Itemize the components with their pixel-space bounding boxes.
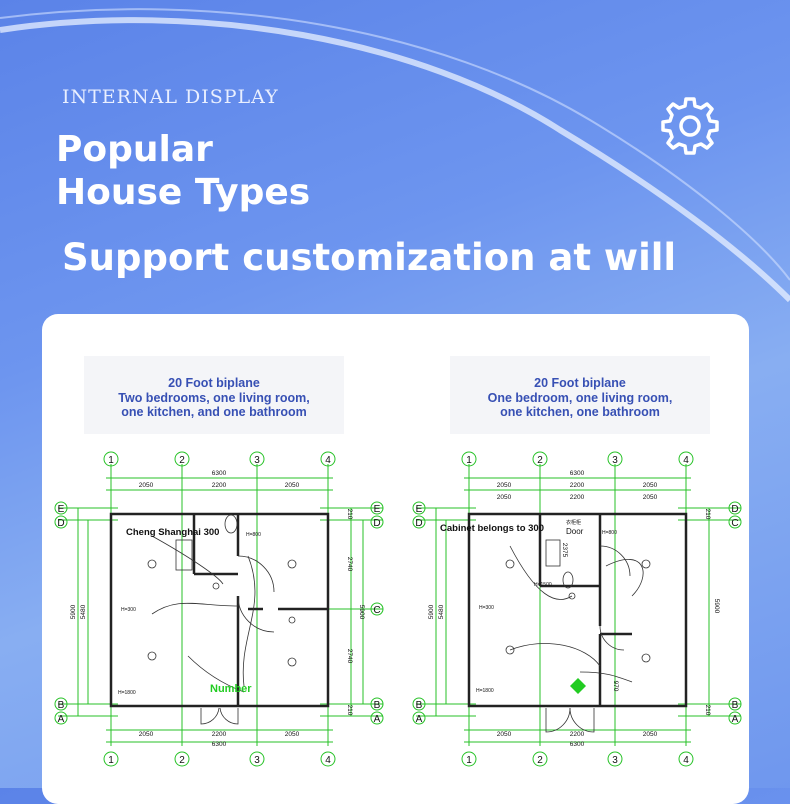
dim-b-bottom: 2200: [212, 731, 227, 738]
axis-row-a: A: [58, 714, 65, 725]
plan-2-h-label-3: H=1800: [476, 688, 494, 694]
axis-col-3-bottom: 3: [254, 755, 260, 766]
floor-plan-2: 1 2 3 4 1 2 3 4 E D B A D C B A 6300 205…: [412, 451, 742, 767]
gear-icon: [661, 97, 719, 155]
plan-2-h-label-4: H=1500: [534, 582, 552, 588]
axis-col-3: 3: [612, 455, 618, 466]
plan-2-desc-line-2: one kitchen, one bathroom: [500, 405, 660, 419]
plan-2-marker: [570, 678, 586, 694]
dim-c-bottom: 2050: [285, 731, 300, 738]
dim-b-top: 2200: [570, 482, 585, 489]
dim-side-inner: 5480: [438, 604, 445, 619]
dim-a-top: 2050: [139, 482, 154, 489]
axis-row-d-right: D: [731, 504, 738, 515]
axis-col-1-bottom: 1: [466, 755, 472, 766]
plan-caption-1: 20 Foot biplane Two bedrooms, one living…: [84, 356, 344, 434]
dim-side-inner: 5480: [80, 604, 87, 619]
dim-small: 970: [612, 681, 619, 692]
axis-row-e: E: [58, 504, 65, 515]
title-line-1: Popular: [56, 129, 213, 170]
plan-1-room-label: Cheng Shanghai 300: [126, 527, 219, 538]
dim-total-top: 6300: [212, 470, 227, 477]
dim-c-top-2: 2050: [643, 494, 658, 501]
plan-1-desc-line-2: one kitchen, and one bathroom: [121, 405, 307, 419]
dim-total-top: 6300: [570, 470, 585, 477]
dim-right: 5900: [713, 599, 720, 614]
axis-row-a: A: [416, 714, 423, 725]
dim-c-bottom: 2050: [643, 731, 658, 738]
axis-row-c-right: C: [373, 605, 380, 616]
dim-a-bottom: 2050: [139, 731, 154, 738]
dim-right-top: 2740: [346, 557, 353, 572]
axis-row-c-right: C: [731, 518, 738, 529]
dim-b-bottom: 2200: [570, 731, 585, 738]
dim-a-top-2: 2050: [497, 494, 512, 501]
axis-col-4-bottom: 4: [325, 755, 331, 766]
plan-2-desc-line-1: One bedroom, one living room,: [487, 390, 673, 405]
dim-right-bottom: 2740: [346, 649, 353, 664]
section-kicker: INTERNAL DISPLAY: [62, 86, 279, 108]
axis-col-1-bottom: 1: [108, 755, 114, 766]
dim-right-total: 5900: [358, 605, 365, 620]
page-title: Popular House Types: [56, 128, 310, 214]
plan-2-door-label: Door: [566, 527, 584, 536]
plan-caption-2: 20 Foot biplane One bedroom, one living …: [450, 356, 710, 434]
dim-c-top: 2050: [285, 482, 300, 489]
axis-row-b-right: B: [374, 700, 381, 711]
dim-edge-bottom: 210: [704, 705, 711, 716]
dim-total-bottom: 6300: [570, 741, 585, 748]
dim-door: 2375: [561, 543, 568, 558]
axis-row-d: D: [57, 518, 64, 529]
axis-col-4-bottom: 4: [683, 755, 689, 766]
dim-edge-bottom: 210: [346, 705, 353, 716]
axis-row-e: E: [416, 504, 423, 515]
axis-col-1: 1: [108, 455, 114, 466]
axis-col-2-bottom: 2: [179, 755, 185, 766]
dim-a-bottom: 2050: [497, 731, 512, 738]
plan-2-h-label-2: H=300: [479, 605, 494, 611]
dim-b-top-2: 2200: [570, 494, 585, 501]
plan-1-desc-line-1: Two bedrooms, one living room,: [118, 390, 310, 405]
axis-row-d-right: D: [373, 518, 380, 529]
axis-col-1: 1: [466, 455, 472, 466]
plan-2-door-cn: 衣柜柜: [566, 519, 581, 526]
dim-total-bottom: 6300: [212, 741, 227, 748]
axis-col-4: 4: [325, 455, 331, 466]
axis-row-b-right: B: [732, 700, 739, 711]
background-swoosh: [0, 8, 790, 303]
axis-row-a-right: A: [732, 714, 739, 725]
axis-col-3: 3: [254, 455, 260, 466]
dim-edge-top: 210: [704, 509, 711, 520]
axis-col-2-bottom: 2: [537, 755, 543, 766]
floor-plan-1: 1 2 3 4 1 2 3 4 E D B A E D C B A 6300 2…: [54, 451, 384, 767]
axis-row-e-right: E: [374, 504, 381, 515]
plan-1-h-label-1: H=800: [246, 532, 261, 538]
plan-2-title: 20 Foot biplane: [534, 376, 626, 390]
axis-row-b: B: [416, 700, 423, 711]
dim-b-top: 2200: [212, 482, 227, 489]
axis-row-a-right: A: [374, 714, 381, 725]
plan-2-h-label-1: H=800: [602, 530, 617, 536]
axis-col-2: 2: [179, 455, 185, 466]
plan-1-title: 20 Foot biplane: [168, 376, 260, 390]
title-line-2: House Types: [56, 172, 311, 213]
plan-1-h-label-2: H=300: [121, 607, 136, 613]
axis-row-d: D: [415, 518, 422, 529]
axis-col-4: 4: [683, 455, 689, 466]
dim-edge-top: 210: [346, 509, 353, 520]
axis-col-3-bottom: 3: [612, 755, 618, 766]
plan-2-room-label: Cabinet belongs to 300: [440, 523, 544, 534]
axis-col-2: 2: [537, 455, 543, 466]
dim-a-top: 2050: [497, 482, 512, 489]
plan-1-h-label-3: H=1800: [118, 690, 136, 696]
dim-side-total: 5900: [70, 604, 77, 619]
plan-1-marker-label: Number: [210, 683, 252, 695]
axis-row-b: B: [58, 700, 65, 711]
dim-c-top: 2050: [643, 482, 658, 489]
dim-side-total: 5900: [428, 604, 435, 619]
page-subtitle: Support customization at will: [62, 236, 677, 279]
